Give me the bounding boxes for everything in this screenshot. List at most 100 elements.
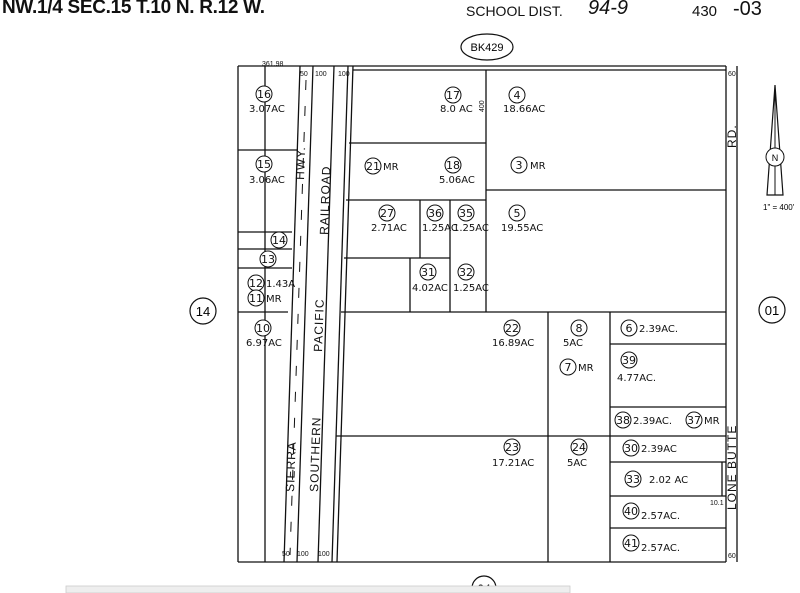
north-arrow-icon: N <box>765 84 785 196</box>
railroad-line <box>317 65 335 563</box>
parcel-area: 5AC <box>563 338 583 349</box>
parcel-area: 6.97AC <box>246 338 282 349</box>
parcel-3: 3 MR <box>510 156 546 174</box>
parcel-area: 1.25AC <box>422 223 458 234</box>
parcel-4: 4 18.66AC <box>503 86 545 115</box>
parcel-area: MR <box>578 363 594 374</box>
page-number-suffix: -03 <box>733 0 762 20</box>
parcel-area: 4.77AC. <box>617 373 656 384</box>
parcel-area: 4.02AC <box>412 283 448 294</box>
parcel-number: 17 <box>446 89 460 102</box>
book-number: BK429 <box>470 42 503 54</box>
page-number-prefix: 430 <box>692 3 718 20</box>
parcel-number: 21 <box>366 160 380 173</box>
parcel-number: 12 <box>249 277 263 290</box>
parcel-38: 38 2.39AC. <box>614 411 672 429</box>
parcel-number: 5 <box>514 207 521 220</box>
road-label-sierra: SIERRA <box>283 441 299 492</box>
parcel-21: 21 MR <box>364 157 399 175</box>
parcel-area: 1.25AC <box>453 283 489 294</box>
parcel-40: 40 2.57AC. <box>622 502 680 522</box>
dim-text: 100 <box>297 551 309 558</box>
parcel-number: 13 <box>261 253 275 266</box>
parcel-36: 36 1.25AC <box>422 204 458 234</box>
parcel-area: 2.71AC <box>371 223 407 234</box>
parcel-number: 31 <box>421 266 435 279</box>
parcel-number: 33 <box>626 473 640 486</box>
parcel-14: 14 <box>270 231 288 249</box>
parcel-area: 19.55AC <box>501 223 543 234</box>
parcel-number: 32 <box>459 266 473 279</box>
parcel-number: 14 <box>272 234 286 247</box>
parcel-32: 32 1.25AC <box>453 263 489 294</box>
adjacent-east-label: 01 <box>765 303 779 318</box>
parcel-number: 27 <box>380 207 394 220</box>
parcel-35: 35 1.25AC <box>453 204 489 234</box>
parcel-area: 17.21AC <box>492 458 534 469</box>
parcel-number: 18 <box>446 159 460 172</box>
parcel-37: 37 MR <box>685 411 720 429</box>
road-label-rd: RD. <box>725 124 739 148</box>
parcel-number: 6 <box>626 322 633 335</box>
parcel-number: 3 <box>516 159 523 172</box>
parcel-area: 18.66AC <box>503 104 545 115</box>
adjacent-east-circle <box>758 296 786 324</box>
parcel-10: 10 6.97AC <box>246 319 282 349</box>
svg-text:N: N <box>772 153 779 163</box>
dim-text: 361.98 <box>262 61 284 68</box>
dim-text: 100 <box>318 551 330 558</box>
parcel-number: 40 <box>624 505 638 518</box>
parcel-area: 2.39AC. <box>633 416 672 427</box>
parcel-area: 2.57AC. <box>641 511 680 522</box>
parcel-number: 15 <box>257 158 271 171</box>
adjacent-west-circle <box>189 297 217 325</box>
parcel-30: 30 2.39AC <box>622 439 677 457</box>
parcel-number: 7 <box>565 361 572 374</box>
parcel-31: 31 4.02AC <box>412 263 448 294</box>
parcel-18: 18 5.06AC <box>439 156 475 186</box>
parcel-area: 3.06AC <box>249 175 285 186</box>
parcel-33: 33 2.02 AC <box>624 470 688 488</box>
book-circle <box>460 33 514 61</box>
parcel-number: 36 <box>428 207 442 220</box>
parcel-number: 4 <box>514 89 521 102</box>
parcel-number: 23 <box>505 441 519 454</box>
scan-edge <box>65 585 571 593</box>
parcel-number: 35 <box>459 207 473 220</box>
school-district-value: 94-9 <box>588 0 629 19</box>
parcel-39: 39 4.77AC. <box>617 351 656 384</box>
parcel-area: 3.07AC <box>249 104 285 115</box>
road-label-southern: SOUTHERN <box>307 416 324 492</box>
parcel-area: MR <box>383 162 399 173</box>
dim-text: 50 <box>300 71 308 78</box>
parcel-area: 2.57AC. <box>641 543 680 554</box>
railroad-line <box>331 65 349 563</box>
adjacent-west-label: 14 <box>196 304 210 319</box>
parcel-12: 12 1.43A <box>247 274 295 292</box>
parcel-24: 24 5AC <box>567 438 588 469</box>
road-label-hwy: HWY. <box>293 146 308 180</box>
parcel-number: 24 <box>572 441 586 454</box>
parcel-6: 6 2.39AC. <box>620 319 678 337</box>
highway-line <box>283 65 301 563</box>
parcel-8: 8 5AC <box>563 319 588 349</box>
dim-text: 400 <box>479 100 486 112</box>
parcel-number: 22 <box>505 322 519 335</box>
parcel-area: MR <box>266 294 282 305</box>
parcel-number: 30 <box>624 442 638 455</box>
parcel-area: 2.39AC. <box>639 324 678 335</box>
parcel-area: 2.02 AC <box>649 475 688 486</box>
parcel-number: 37 <box>687 414 701 427</box>
dim-text: 100 <box>315 71 327 78</box>
highway-centerline <box>289 79 307 556</box>
parcel-5: 5 19.55AC <box>501 204 543 234</box>
parcel-number: 16 <box>257 88 271 101</box>
parcel-area: 5.06AC <box>439 175 475 186</box>
dim-text: 100 <box>338 71 350 78</box>
road-label-lone-butte: LONE BUTTE <box>725 425 739 510</box>
parcel-number: 10 <box>256 322 270 335</box>
dim-text: 60 <box>728 553 736 560</box>
parcel-number: 39 <box>622 354 636 367</box>
parcel-area: 8.0 AC <box>440 104 473 115</box>
highway-line <box>296 65 314 563</box>
